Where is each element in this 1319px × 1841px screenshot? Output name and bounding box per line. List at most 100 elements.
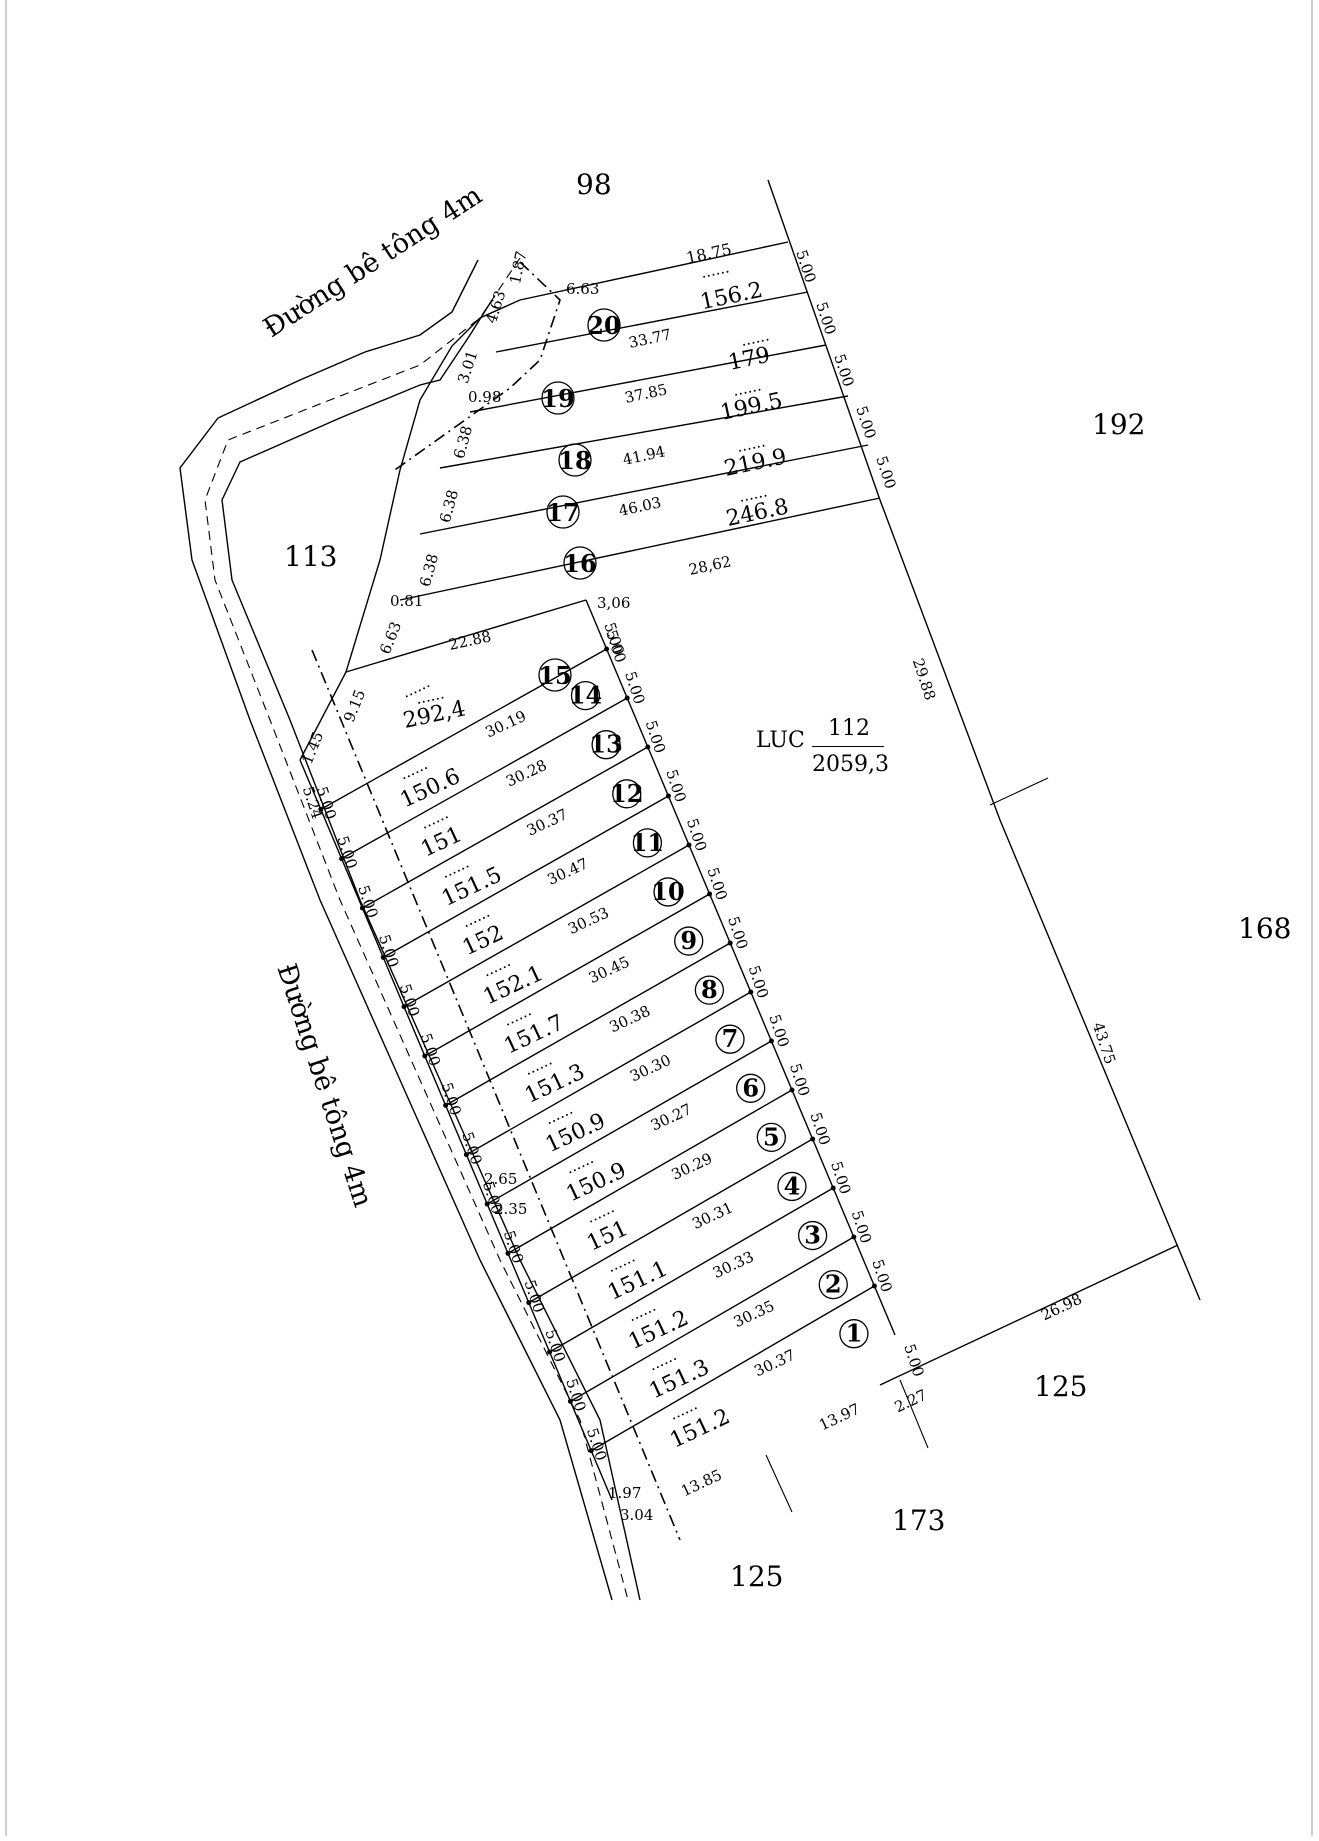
back-5m-label: 5.00 [683,816,710,853]
lot-divider-6 [424,893,710,1057]
labels-layer: 5.00 5.00 5.00 5.00 5.00 5.00 5.00 5.00 5.00 5.00… [313,248,928,1463]
lot-7: 730.30......150.9 [542,1024,745,1158]
lot-dots: ...... [731,376,763,400]
lot-dividers [318,646,877,1454]
lot-length: 30.35 [731,1297,778,1331]
lot-number-circle [839,1319,869,1349]
boundary-tick-2 [899,1379,929,1449]
back-vertex-12 [830,1185,836,1191]
lot-8: 830.38......151.3 [521,975,725,1109]
lot-number-circle [756,1122,786,1153]
boundary-tick-3 [765,1454,793,1513]
front-vertex-2 [339,856,345,862]
lot-length: 33.77 [627,325,673,352]
lot-number-circle [558,443,592,477]
back-5m-label: 5.00 [724,914,751,951]
front-5m-label: 5.00 [479,1179,506,1216]
front-vertex-7 [443,1102,449,1108]
lot-number: 8 [701,975,718,1004]
lot-length: 30.47 [544,854,591,888]
lot-line-15 [345,599,587,673]
lot-line-16 [399,497,881,601]
lot-number-circle [591,730,621,760]
lot-length: 30.28 [503,756,550,790]
lot-area: 199.5 [718,388,785,426]
back-vertex-2 [624,695,630,701]
lot-number-circle [653,877,683,907]
lot-divider-10 [507,1089,793,1254]
lot-divider-4 [382,795,669,958]
lot-3: 330.33......151.2 [625,1220,828,1355]
lot-divider-11 [528,1138,813,1304]
lot-divider-8 [466,991,752,1156]
back-vertex-11 [810,1136,816,1142]
lot-area: 246.8 [724,494,791,532]
lot-divider-13 [570,1236,855,1402]
lot-number-circle [674,926,704,956]
lot-number-circle [736,1073,766,1103]
front-vertex-1 [318,806,324,812]
back-vertex-9 [768,1038,774,1044]
back-5m-label: 5.00 [602,628,629,665]
back-vertex-6 [707,891,713,897]
front-5m-label: 5.00 [313,784,340,821]
lot-divider-2 [341,697,628,860]
front-5m-label: 5.00 [541,1327,568,1364]
lot-length: 28,62 [687,552,733,579]
back-5m-label: 5.00 [806,1110,833,1147]
back-5m-label: 5.00 [745,963,772,1000]
lot-dots: ...... [737,482,769,506]
lot-number-circle [818,1269,848,1300]
setback-line-top [391,261,561,473]
lot-1: 130.37......151.2 [666,1319,869,1454]
lot-number: 20 [587,311,620,340]
lot-number: 12 [610,779,643,808]
back-vertex-14 [871,1283,877,1289]
front-5m-label: 5.00 [458,1130,485,1167]
back-vertex-10 [789,1087,795,1093]
lot-dots: ...... [735,432,767,456]
lot-length: 30.19 [482,707,529,741]
front-vertex-12 [547,1349,553,1355]
back-5m-label: 5.00 [765,1012,792,1049]
front-vertex-14 [588,1448,594,1454]
lot-number-circle [546,495,580,529]
front-vertex-5 [401,1004,407,1010]
front-5m-label: 5.00 [333,834,360,871]
lot-number: 4 [784,1171,801,1200]
setback-line [311,649,681,1541]
lot-number: 15 [538,661,571,690]
lot-length: 30.53 [565,903,612,937]
lot-number-circle [563,546,597,580]
front-5m-label: 5.00 [396,982,423,1019]
lot-number-circle [797,1220,828,1251]
back-vertex-7 [727,940,733,946]
front-5m-label: 5.00 [583,1426,610,1463]
upper-5m-label: 5.00 [792,248,819,285]
lot-4: 430.31......151.1 [604,1171,807,1306]
back-5m-label: 5.00 [662,767,689,804]
front-vertex-9 [484,1201,490,1207]
front-vertex-8 [463,1152,469,1158]
lot-divider-9 [486,1040,772,1205]
lot-2: 230.35......151.3 [646,1269,848,1404]
lot-number: 5 [763,1122,780,1151]
parcel-bottom-boundary [879,1244,1179,1386]
front-vertex-4 [380,954,386,960]
lot-line-18 [439,395,849,469]
back-vertex-8 [748,989,754,995]
road-outer-line [179,259,613,1601]
lot-number: 3 [804,1221,821,1250]
back-5m-label: 5.00 [621,669,648,706]
lot-length: 30.37 [751,1346,798,1380]
lot-length: 41.94 [621,442,667,469]
front-vertex-10 [505,1250,511,1256]
